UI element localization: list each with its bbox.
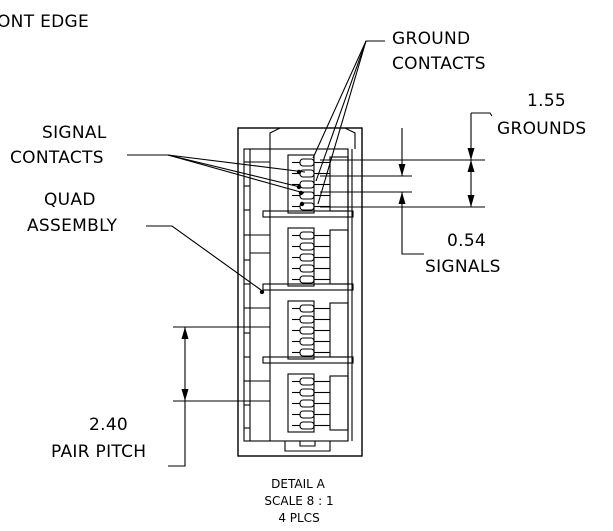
contact-stack (287, 154, 349, 433)
contact-pin (299, 315, 315, 324)
quad-assembly-leader (146, 225, 265, 295)
signals-dimension-value: 0.54 (447, 231, 486, 251)
contact-pin (299, 264, 315, 273)
contact-pin (299, 180, 315, 189)
pair-pitch-dimension-value: 2.40 (89, 415, 128, 435)
signal-contacts-label-line1: SIGNAL (42, 123, 107, 143)
contact-pin (299, 348, 315, 357)
quad-assembly-label-line1: QUAD (44, 190, 96, 210)
contact-retainer (329, 375, 349, 431)
module-stack (244, 161, 354, 429)
contact-pin (299, 337, 315, 346)
wafer-divider-bar (262, 283, 354, 291)
signal-contacts-leader (127, 154, 306, 194)
contact-marker-dot (298, 190, 304, 196)
signals-dimension-label: SIGNALS (425, 257, 501, 277)
contact-pin (299, 399, 315, 408)
connector-body (237, 127, 363, 457)
contact-pin (299, 304, 315, 313)
contact-pin (299, 421, 315, 430)
contact-pin (299, 388, 315, 397)
detail-name: DETAIL A (271, 477, 325, 491)
contact-pin (299, 410, 315, 419)
contact-pin (299, 231, 315, 240)
contact-marker-dot (296, 169, 302, 175)
contact-marker-dot (296, 184, 302, 190)
quad-assembly-label-line2: ASSEMBLY (27, 216, 118, 236)
ground-contacts-label-line2: CONTACTS (392, 54, 486, 74)
grounds-dimension-value: 1.55 (527, 91, 566, 111)
detail-count: 4 PLCS (278, 511, 319, 525)
contact-pin (299, 275, 315, 284)
contact-pin (299, 326, 315, 335)
pair-pitch-dimension (168, 326, 250, 467)
grounds-dimension (320, 112, 493, 208)
pair-pitch-dimension-label: PAIR PITCH (51, 442, 146, 462)
contact-marker-dot (299, 201, 305, 207)
contact-retainer (329, 229, 349, 285)
wafer-divider-bar (262, 210, 354, 218)
contact-retainer (329, 302, 349, 358)
contact-pin (299, 377, 315, 386)
contact-pin (299, 242, 315, 251)
wafer-divider-bar (262, 356, 354, 364)
signals-dimension (320, 128, 424, 255)
contact-pin (299, 169, 315, 178)
grounds-dimension-label: GROUNDS (497, 119, 587, 139)
detail-scale: SCALE 8 : 1 (264, 494, 333, 508)
front-edge-label: ONT EDGE (0, 12, 89, 32)
ground-contacts-label-line1: GROUND (392, 29, 470, 49)
ground-contacts-leader (312, 40, 385, 205)
contact-retainer (329, 156, 349, 212)
contact-pin (299, 158, 315, 167)
signal-contacts-label-line2: CONTACTS (10, 148, 104, 168)
contact-pin (299, 253, 315, 262)
